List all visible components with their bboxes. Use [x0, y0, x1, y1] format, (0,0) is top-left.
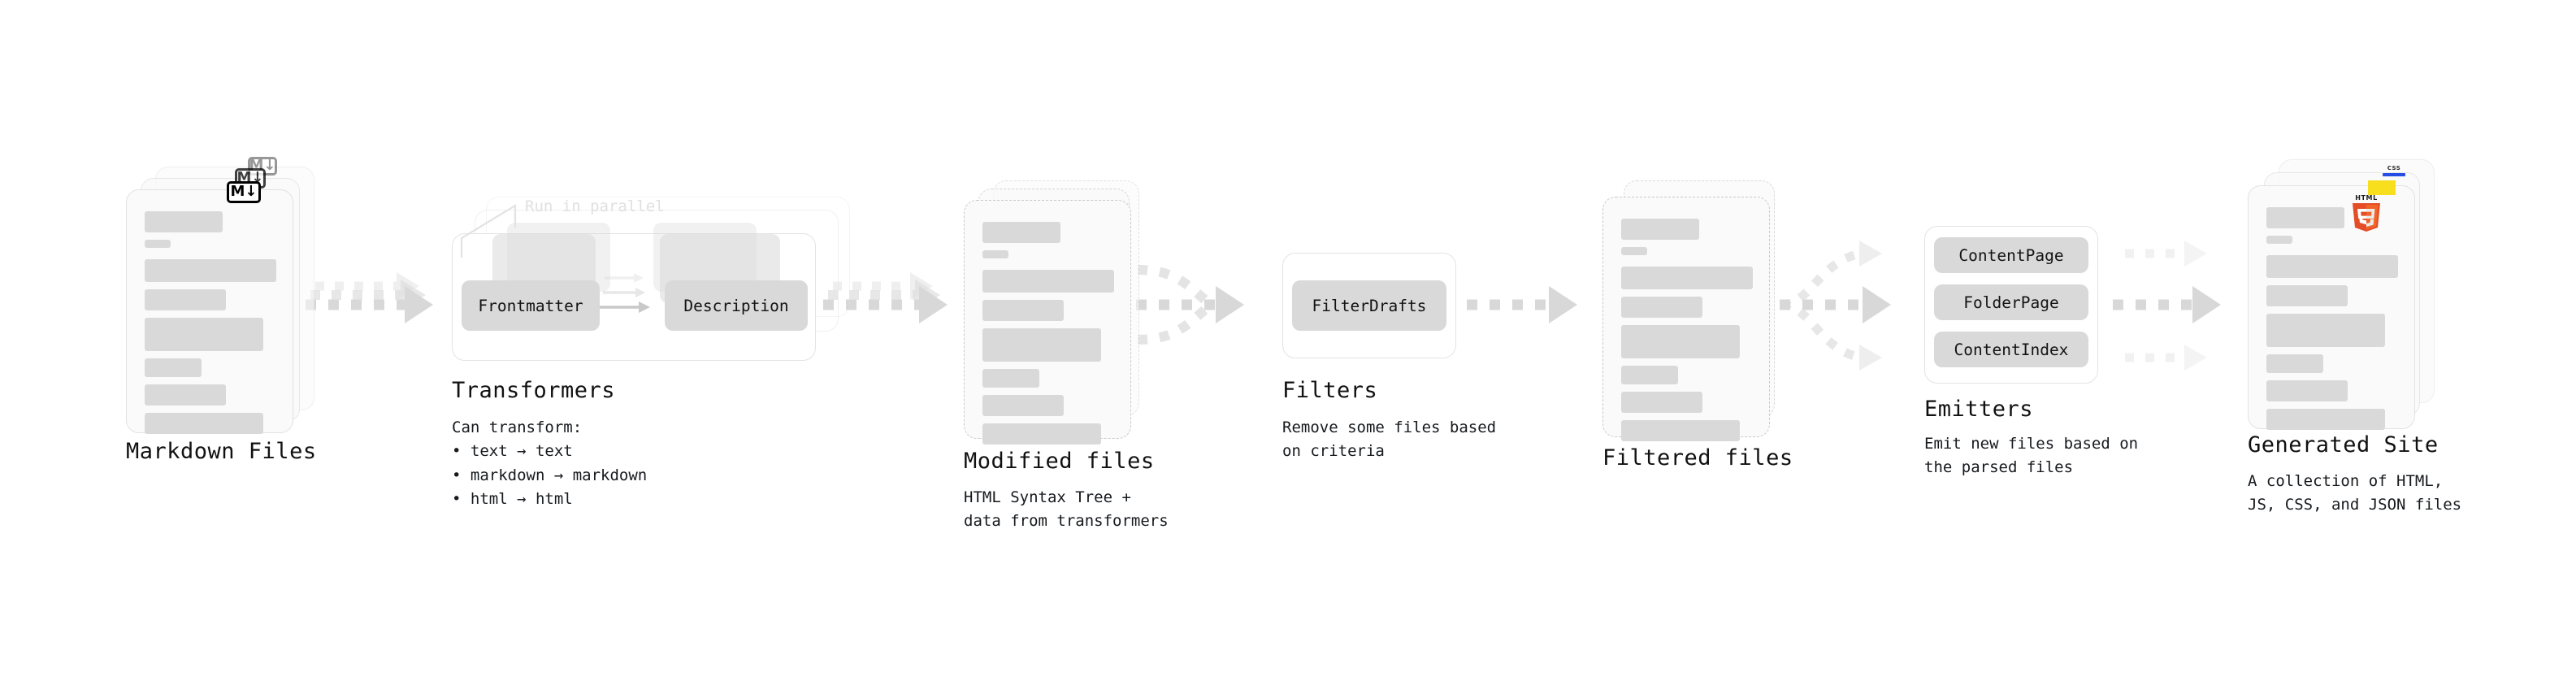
generated-file-skeleton [2249, 186, 2414, 430]
filtered-file-front [1602, 197, 1770, 441]
transformer-chip-frontmatter[interactable]: Frontmatter [462, 280, 600, 331]
filters-title: Filters [1282, 378, 1378, 403]
transformers-title: Transformers [452, 378, 616, 403]
filters-desc: Remove some files based on criteria [1282, 419, 1497, 461]
markdown-files-card-stack: M↓ M↓ M↓ [126, 157, 314, 434]
html5-icon: HTML [2350, 195, 2383, 234]
markdown-file-front [126, 189, 293, 434]
run-in-parallel-label: Run in parallel [525, 197, 665, 215]
arrow-emitters-to-site [2113, 241, 2221, 371]
transformer-chip-description[interactable]: Description [665, 280, 808, 331]
filtered-files-card-stack [1602, 180, 1789, 441]
transformers-desc: Can transform: • text → text • markdown … [452, 419, 648, 509]
emitter-chip-contentpage[interactable]: ContentPage [1934, 237, 2088, 273]
filter-chip-filterdrafts[interactable]: FilterDrafts [1292, 280, 1446, 331]
generated-file-html [2248, 185, 2415, 430]
arrow-transformers-to-modified [823, 272, 948, 323]
modified-files-title: Modified files [964, 449, 1155, 474]
modified-file-front [964, 200, 1131, 445]
css3-icon: CSS [2383, 166, 2405, 179]
markdown-badge-label: M↓ [230, 182, 258, 200]
emitters-title: Emitters [1924, 397, 2034, 422]
emitter-chip-contentindex[interactable]: ContentIndex [1934, 332, 2088, 367]
markdown-files-title: Markdown Files [126, 439, 317, 464]
modified-files-card-stack [964, 180, 1151, 445]
filtered-files-title: Filtered files [1602, 445, 1793, 471]
run-in-parallel-bracket [460, 204, 517, 258]
generated-site-desc: A collection of HTML, JS, CSS, and JSON … [2248, 472, 2462, 514]
arrow-filtered-to-emitters [1780, 241, 1891, 371]
markdown-file-skeleton [127, 190, 293, 434]
generated-site-card-stack: CSS HTML [2248, 159, 2435, 430]
filtered-file-skeleton [1603, 197, 1769, 441]
arrow-markdown-to-transformers [306, 272, 433, 323]
modified-files-desc: HTML Syntax Tree + data from transformer… [964, 488, 1169, 531]
markdown-badge: M↓ [227, 181, 261, 203]
emitters-desc: Emit new files based on the parsed files [1924, 435, 2139, 477]
arrow-filters-to-filtered [1467, 286, 1577, 323]
javascript-icon [2368, 180, 2396, 195]
modified-file-skeleton [965, 201, 1130, 445]
markdown-badge-back-1-label: M↓ [236, 168, 264, 186]
emitter-chip-folderpage[interactable]: FolderPage [1934, 284, 2088, 320]
transformer-inner-arrows [598, 273, 650, 313]
arrow-modified-to-filters [1136, 265, 1244, 345]
generated-site-title: Generated Site [2248, 432, 2439, 458]
